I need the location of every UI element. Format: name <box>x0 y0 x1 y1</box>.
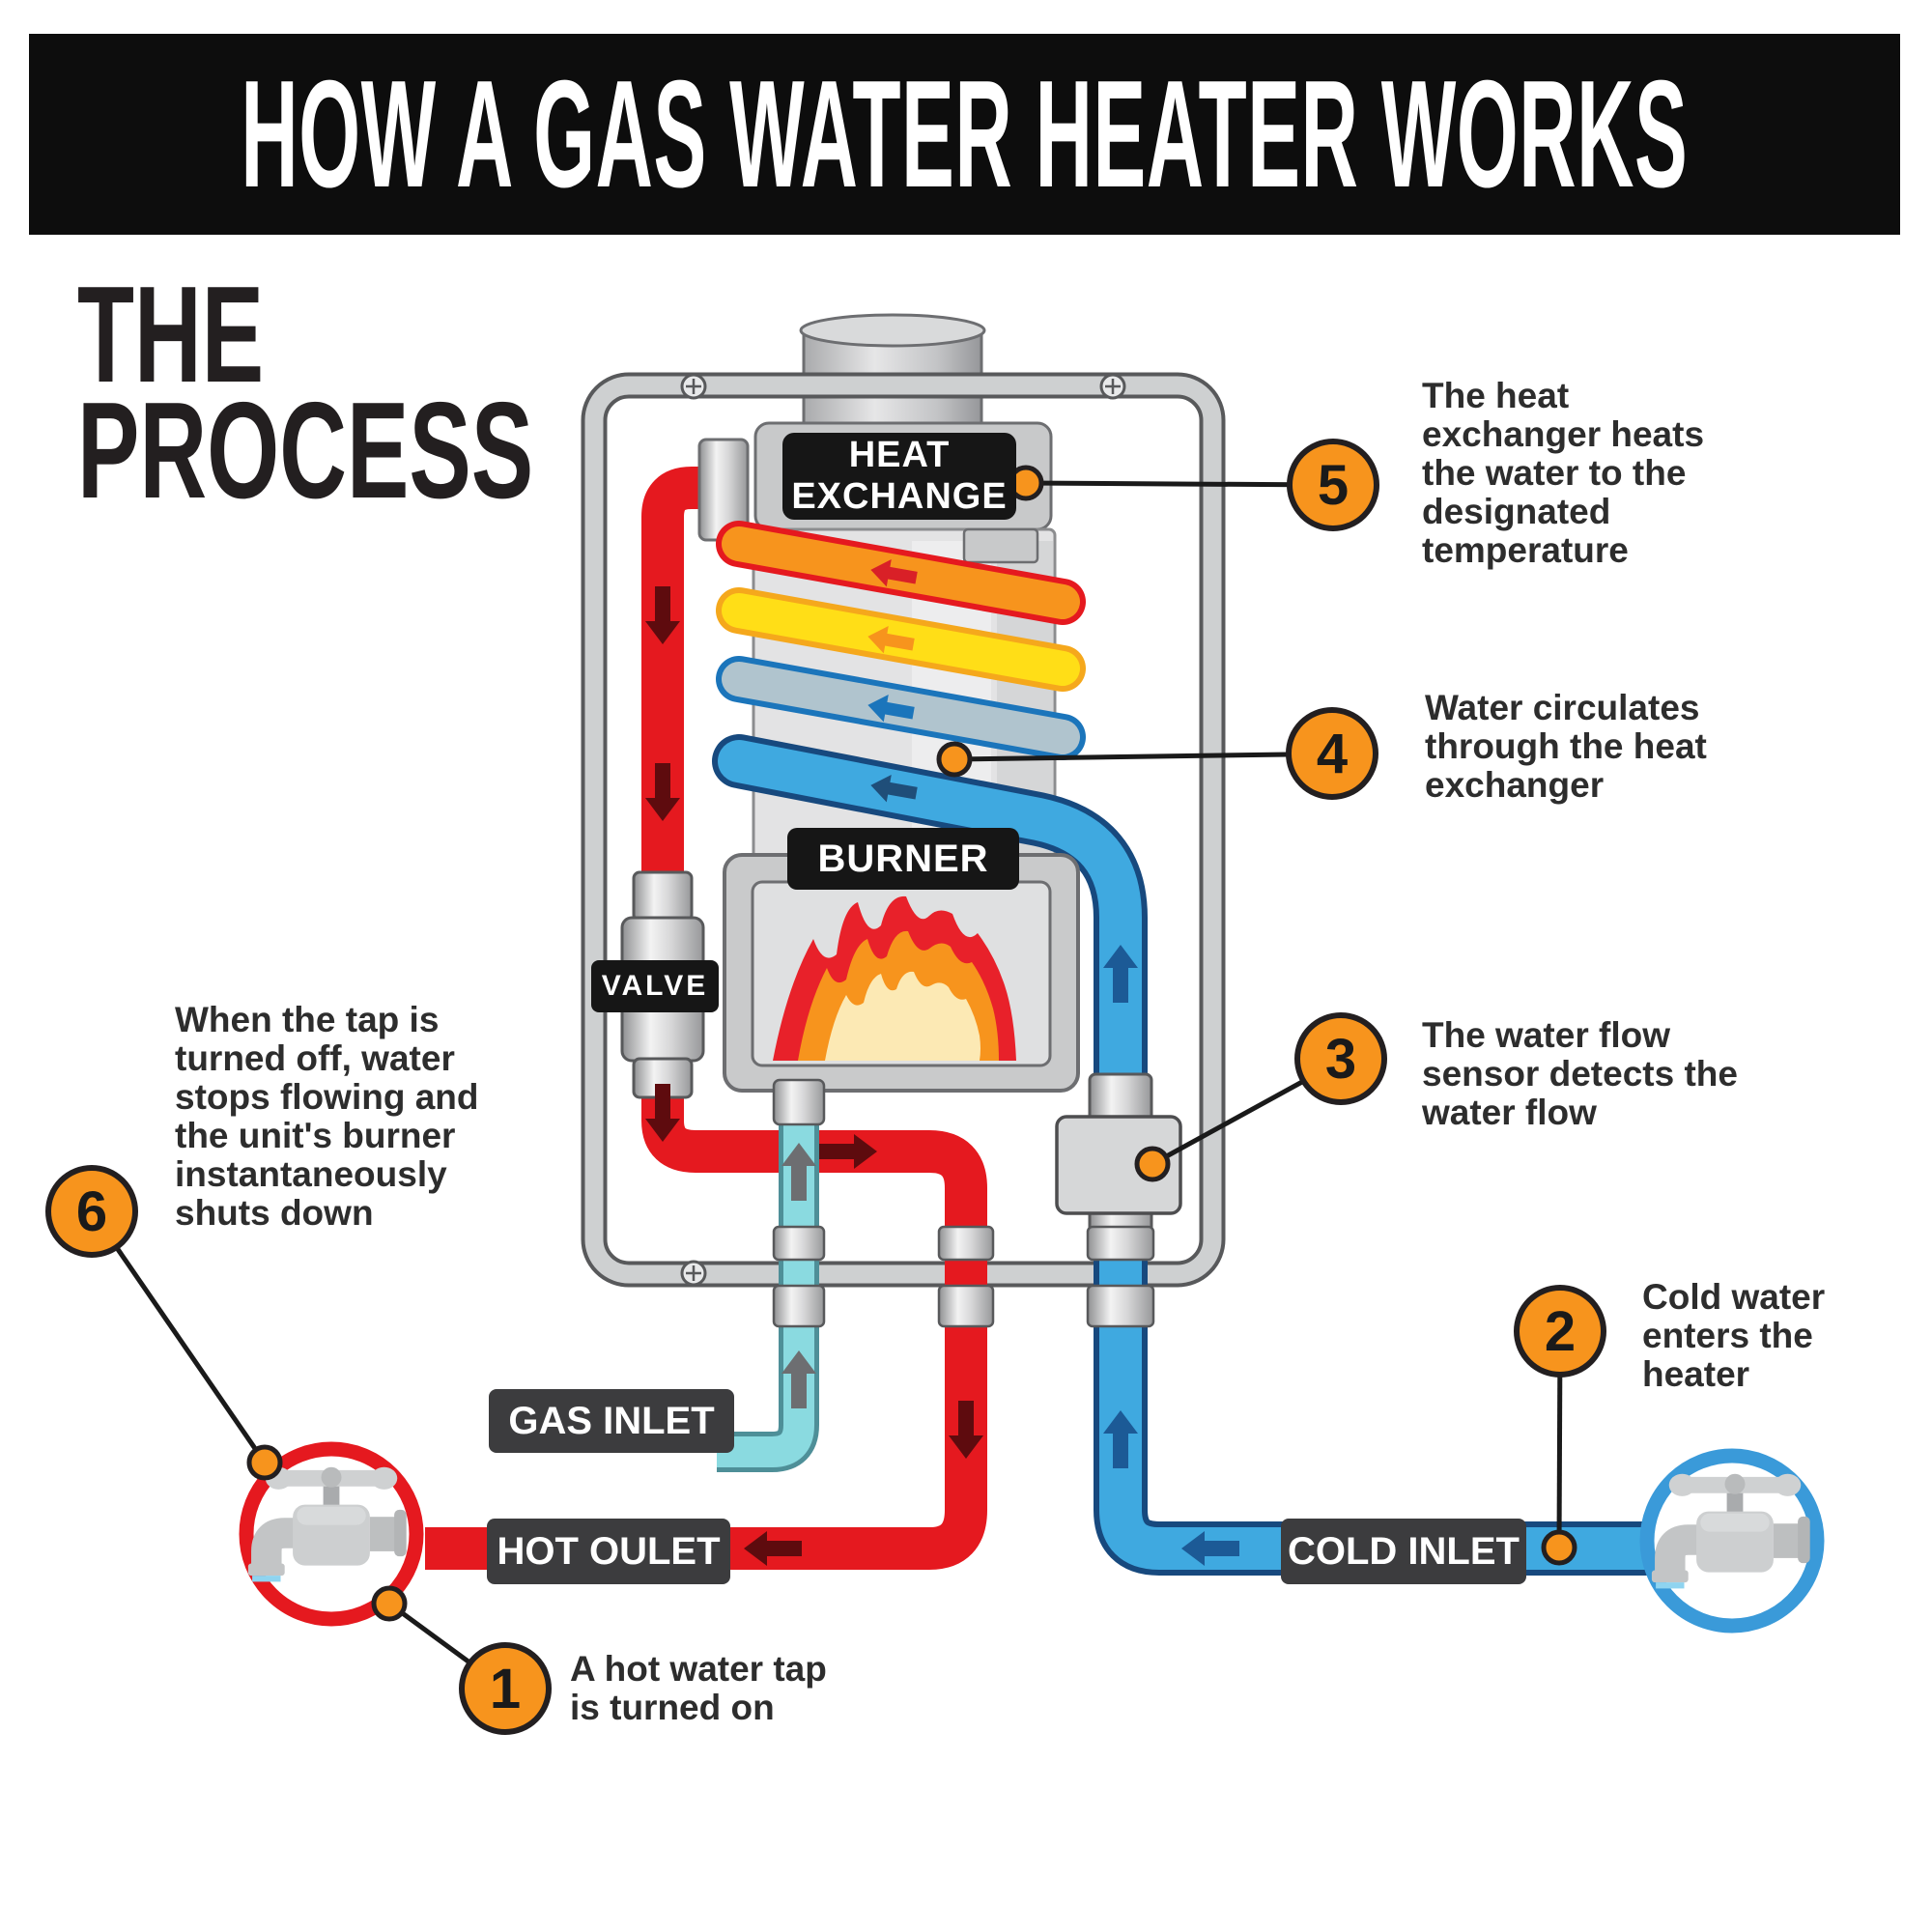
step-4-text: Water circulates through the heat exchan… <box>1425 689 1707 805</box>
hot-outlet-label-text: HOT OULET <box>497 1529 721 1573</box>
step-5-line: the water to the <box>1422 453 1687 493</box>
cold-tap-circle <box>1647 1448 1817 1634</box>
step-4-line: Water circulates <box>1425 688 1700 727</box>
heat-exchange-label-line2: EXCHANGE <box>791 476 1008 517</box>
heat-exchange-label-line1: HEAT <box>848 435 951 475</box>
flame-icon <box>773 895 1016 1061</box>
step-3-badge: 3 <box>1294 1012 1387 1105</box>
unit-frame <box>581 372 1226 1288</box>
step-2-line: enters the <box>1642 1316 1813 1355</box>
hot-tap-circle <box>246 1441 424 1627</box>
step-2-badge: 2 <box>1514 1285 1606 1378</box>
step-5-line: The heat <box>1422 376 1570 415</box>
cold-water-pipe <box>712 734 1679 1576</box>
valve-label: VALVE <box>591 960 719 1012</box>
step-6-line: shuts down <box>175 1193 374 1233</box>
valve-label-text: VALVE <box>601 970 709 1002</box>
subtitle-line-1: THE <box>77 258 265 412</box>
step-3-text: The water flow sensor detects the water … <box>1422 1016 1738 1132</box>
cold-inlet-label-text: COLD INLET <box>1288 1529 1520 1573</box>
step-6-text: When the tap is turned off, water stops … <box>175 1001 478 1233</box>
step-5-text: The heat exchanger heats the water to th… <box>1422 377 1704 570</box>
step-4-badge: 4 <box>1286 707 1378 800</box>
step-5-line: exchanger heats <box>1422 414 1705 454</box>
callout-lines <box>89 480 1563 1691</box>
heat-exchange-label: HEAT EXCHANGE <box>782 433 1016 520</box>
hot-outlet-label: HOT OULET <box>487 1519 730 1584</box>
step-3-line: The water flow <box>1422 1015 1670 1055</box>
cold-inlet-label: COLD INLET <box>1281 1519 1526 1584</box>
step-4-line: exchanger <box>1425 765 1605 805</box>
gas-inlet-label-text: GAS INLET <box>508 1399 715 1442</box>
burner-label: BURNER <box>787 828 1019 890</box>
pipe-sleeve <box>772 1078 826 1126</box>
step-1-badge: 1 <box>459 1642 552 1735</box>
step-6-line: instantaneously <box>175 1154 447 1194</box>
subtitle-line-2: PROCESS <box>77 374 534 527</box>
callout-dots <box>246 465 1577 1622</box>
step-1-line: is turned on <box>570 1688 775 1727</box>
step-3-line: water flow <box>1422 1093 1597 1132</box>
step-6-line: turned off, water <box>175 1038 455 1078</box>
step-6-line: When the tap is <box>175 1000 440 1039</box>
step-4-line: through the heat <box>1425 726 1707 766</box>
gas-pipe <box>717 1084 819 1472</box>
burner-label-text: BURNER <box>817 837 989 880</box>
step-5-line: designated <box>1422 492 1611 531</box>
step-2-line: heater <box>1642 1354 1750 1394</box>
page-title: HOW A GAS WATER HEATER WORKS <box>241 48 1689 219</box>
frame-pipe-sleeves <box>772 1225 1155 1328</box>
hot-water-pipe-lower <box>425 1070 987 1570</box>
step-5-badge: 5 <box>1287 439 1379 531</box>
step-2-text: Cold water enters the heater <box>1642 1278 1825 1394</box>
hot-water-pipe-upper <box>641 467 744 879</box>
step-1-text: A hot water tap is turned on <box>570 1650 827 1727</box>
step-6-badge: 6 <box>45 1165 138 1258</box>
subtitle: THE PROCESS <box>77 258 748 527</box>
step-3-line: sensor detects the <box>1422 1054 1738 1094</box>
step-1-line: A hot water tap <box>570 1649 827 1689</box>
step-2-line: Cold water <box>1642 1277 1826 1317</box>
gas-inlet-label: GAS INLET <box>489 1389 734 1453</box>
title-bar: HOW A GAS WATER HEATER WORKS <box>29 34 1900 235</box>
step-6-line: stops flowing and <box>175 1077 479 1117</box>
step-6-line: the unit's burner <box>175 1116 456 1155</box>
step-5-line: temperature <box>1422 530 1629 570</box>
